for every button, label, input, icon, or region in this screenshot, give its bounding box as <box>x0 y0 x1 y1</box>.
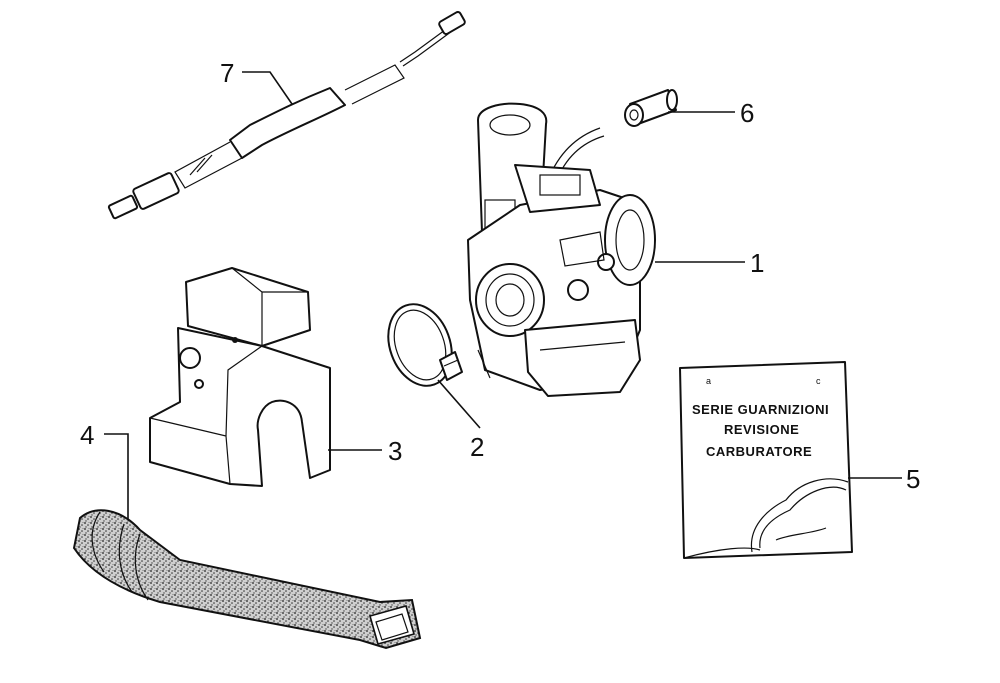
part-5-gasket-kit: a c SERIE GUARNIZIONI REVISIONE CARBURAT… <box>679 361 853 559</box>
callout-3: 3 <box>388 436 402 466</box>
part-1-carburetor <box>467 102 656 397</box>
part-4-intake-tube <box>72 509 422 650</box>
callout-1: 1 <box>750 248 764 278</box>
callout-7: 7 <box>220 58 234 88</box>
callout-2: 2 <box>470 432 484 462</box>
callout-6: 6 <box>740 98 754 128</box>
part-2-hose-clamp <box>387 303 463 387</box>
kit-mark-left: a <box>706 376 711 386</box>
kit-title-line-2: REVISIONE <box>724 422 799 437</box>
kit-mark-right: c <box>816 376 821 386</box>
part-3-foam-block <box>149 267 331 487</box>
leader-7 <box>242 71 293 105</box>
leader-4 <box>104 433 129 520</box>
kit-title-line-1: SERIE GUARNIZIONI <box>692 402 829 417</box>
leader-2 <box>437 379 481 429</box>
callout-4: 4 <box>80 420 94 450</box>
callout-5: 5 <box>906 464 920 494</box>
part-6-sleeve <box>624 89 678 127</box>
kit-title-line-3: CARBURATORE <box>706 444 812 459</box>
part-7-cable <box>107 11 466 220</box>
